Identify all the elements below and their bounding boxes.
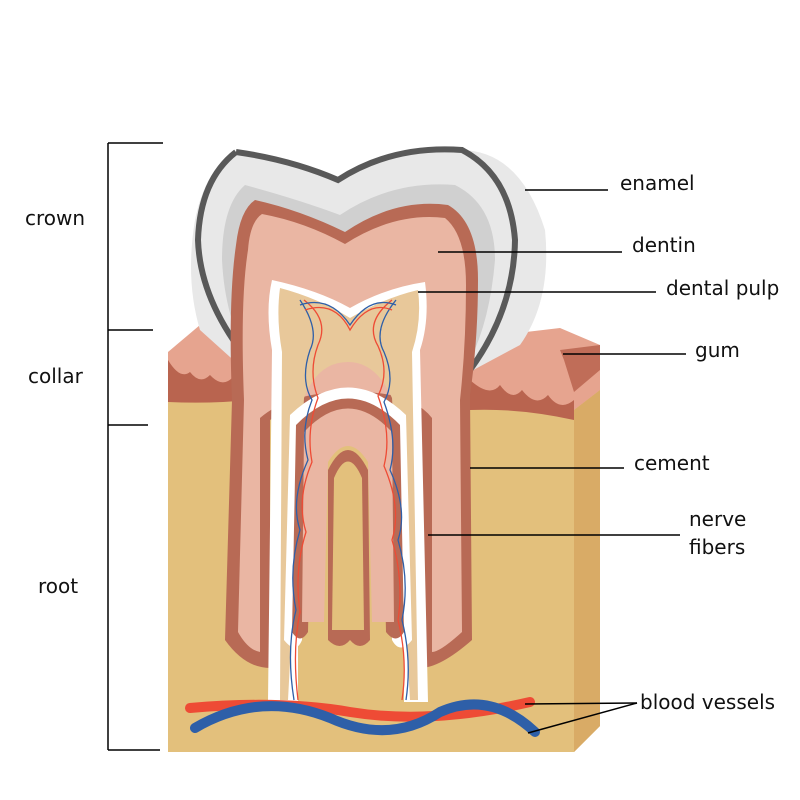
blood-vessels-leader-1 [524, 702, 638, 705]
section-bracket [107, 142, 163, 751]
blood-vessels-leader-2 [527, 702, 638, 734]
root-label: root [38, 574, 79, 598]
pulp-chamber [268, 280, 428, 702]
vein-vessel [190, 699, 540, 737]
dental-pulp-label: dental pulp [666, 276, 780, 300]
inner-root-arch [284, 387, 412, 648]
collar-label: collar [28, 364, 83, 388]
gum-label: gum [695, 338, 740, 362]
cement-label: cement [634, 451, 710, 475]
enamel-label: enamel [620, 171, 695, 195]
dentin-label: dentin [632, 233, 696, 257]
leader-lines [418, 189, 686, 734]
crown-label: crown [25, 206, 86, 230]
nerve-fibers-label-line1: nerve [689, 507, 747, 531]
blood-vessels [185, 697, 540, 737]
nerve-fibers-label-line2: fibers [689, 535, 746, 559]
nerve-fibers [289, 299, 409, 701]
blood-vessels-label: blood vessels [640, 690, 776, 714]
